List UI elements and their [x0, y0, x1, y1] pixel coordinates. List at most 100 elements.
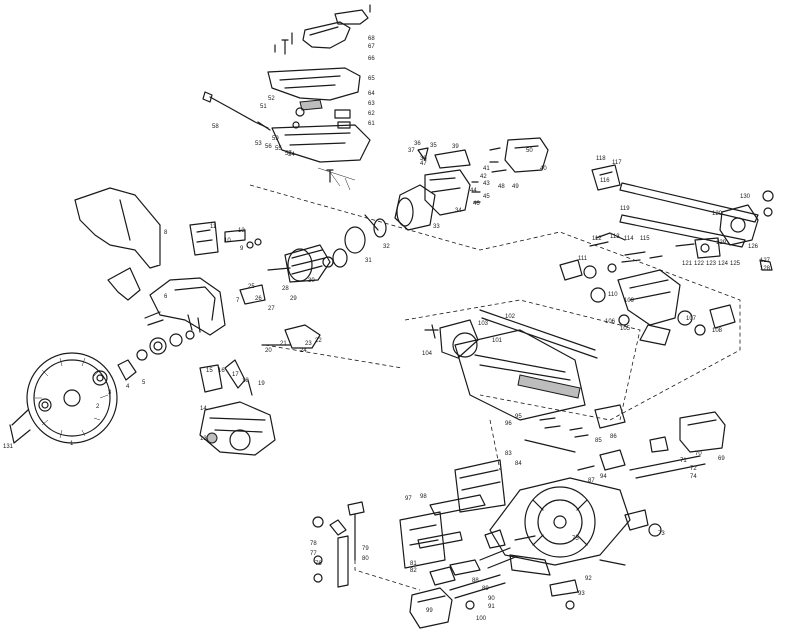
callout-124: 124 — [718, 261, 729, 267]
callout-45: 45 — [483, 194, 490, 200]
callout-115: 115 — [640, 236, 650, 242]
callout-101: 101 — [492, 338, 503, 344]
callout-90: 90 — [488, 596, 495, 602]
callout-4: 4 — [126, 384, 130, 390]
callout-33: 33 — [433, 224, 440, 230]
callout-108: 108 — [712, 328, 723, 334]
callout-11: 11 — [210, 224, 217, 230]
callout-6: 6 — [164, 294, 168, 300]
callout-41: 41 — [483, 166, 490, 172]
callout-81: 81 — [410, 561, 417, 567]
callout-31: 31 — [365, 258, 372, 264]
grip-handle-top — [302, 21, 351, 49]
callout-28: 28 — [282, 286, 289, 292]
table-insert — [454, 329, 586, 421]
callout-75: 75 — [572, 536, 579, 542]
callout-84: 84 — [515, 461, 522, 467]
slide-rail-assembly — [559, 164, 774, 346]
callout-13: 13 — [200, 436, 207, 442]
outer-flange — [38, 398, 52, 412]
scale-plate — [454, 459, 506, 513]
clamp-knob — [347, 501, 365, 516]
callout-21: 21 — [280, 341, 287, 347]
callout-55: 55 — [275, 146, 282, 152]
lower-guard-shell — [199, 401, 276, 456]
callout-71: 71 — [680, 458, 687, 464]
gear-housing — [424, 169, 471, 216]
slide-rail-lower — [619, 214, 746, 248]
dust-chute — [74, 187, 161, 269]
clamp-post — [337, 535, 349, 588]
blade-guard-assembly — [9, 187, 226, 444]
callout-97: 97 — [405, 496, 412, 502]
callout-96: 96 — [505, 421, 512, 427]
callout-14: 14 — [200, 406, 207, 412]
callout-53: 53 — [255, 141, 262, 147]
saw-blade — [26, 352, 118, 444]
callout-79: 79 — [362, 546, 369, 552]
saw-base — [399, 411, 726, 576]
trigger-switch — [299, 99, 323, 111]
callout-102: 102 — [505, 314, 516, 320]
callout-56: 56 — [265, 144, 272, 150]
callout-27: 27 — [268, 306, 275, 312]
callout-120: 120 — [712, 211, 723, 217]
callout-78: 78 — [310, 541, 317, 547]
callout-99: 99 — [426, 608, 433, 614]
screws-top — [274, 4, 371, 183]
callout-67: 67 — [368, 44, 375, 50]
callout-130: 130 — [740, 194, 751, 200]
callout-70: 70 — [695, 451, 702, 457]
callout-100: 100 — [476, 616, 487, 622]
callout-50: 50 — [526, 148, 533, 154]
assembly-boundaries — [249, 184, 741, 591]
callout-82: 82 — [410, 568, 417, 574]
base-leg-right — [624, 509, 649, 531]
callout-68: 68 — [368, 36, 375, 42]
extension-block — [409, 587, 453, 629]
callout-77: 77 — [310, 551, 317, 557]
motor-shaft — [267, 267, 291, 271]
callout-76: 76 — [315, 561, 322, 567]
callout-122: 122 — [694, 261, 705, 267]
callout-112: 112 — [592, 236, 602, 242]
callout-37: 37 — [408, 148, 415, 154]
brush-holder — [504, 137, 549, 173]
callout-12: 12 — [238, 228, 245, 234]
fence-rail — [479, 309, 596, 351]
callout-127: 127 — [760, 258, 771, 264]
callout-88: 88 — [472, 578, 479, 584]
callout-29: 29 — [290, 296, 297, 302]
callout-121: 121 — [682, 261, 693, 267]
callout-85: 85 — [595, 438, 602, 444]
callout-87: 87 — [588, 478, 595, 484]
callout-20: 20 — [265, 348, 272, 354]
callout-43: 43 — [483, 181, 490, 187]
callout-49: 49 — [512, 184, 519, 190]
handle-lower-shell — [271, 124, 371, 163]
callout-92: 92 — [585, 576, 592, 582]
callout-114: 114 — [624, 236, 634, 242]
callout-36: 36 — [414, 141, 421, 147]
slide-carriage — [617, 269, 681, 326]
callout-80: 80 — [362, 556, 369, 562]
callout-74: 74 — [690, 474, 697, 480]
callout-42: 42 — [480, 174, 487, 180]
fence-left — [429, 494, 486, 516]
turntable-assembly — [424, 309, 626, 453]
callout-98: 98 — [420, 494, 427, 500]
base-casting — [489, 477, 631, 566]
callout-73: 73 — [658, 531, 665, 537]
callout-15: 15 — [206, 368, 213, 374]
callout-3: 3 — [108, 390, 112, 396]
callout-89: 89 — [482, 586, 489, 592]
lower-blade-guard — [199, 359, 276, 456]
callout-62: 62 — [368, 111, 375, 117]
callout-8: 8 — [164, 230, 168, 236]
callout-18: 18 — [242, 378, 249, 384]
callout-107: 107 — [686, 316, 697, 322]
callout-38: 38 — [420, 156, 427, 162]
hold-down-clamp — [312, 501, 365, 588]
upper-blade-guard — [149, 277, 226, 336]
